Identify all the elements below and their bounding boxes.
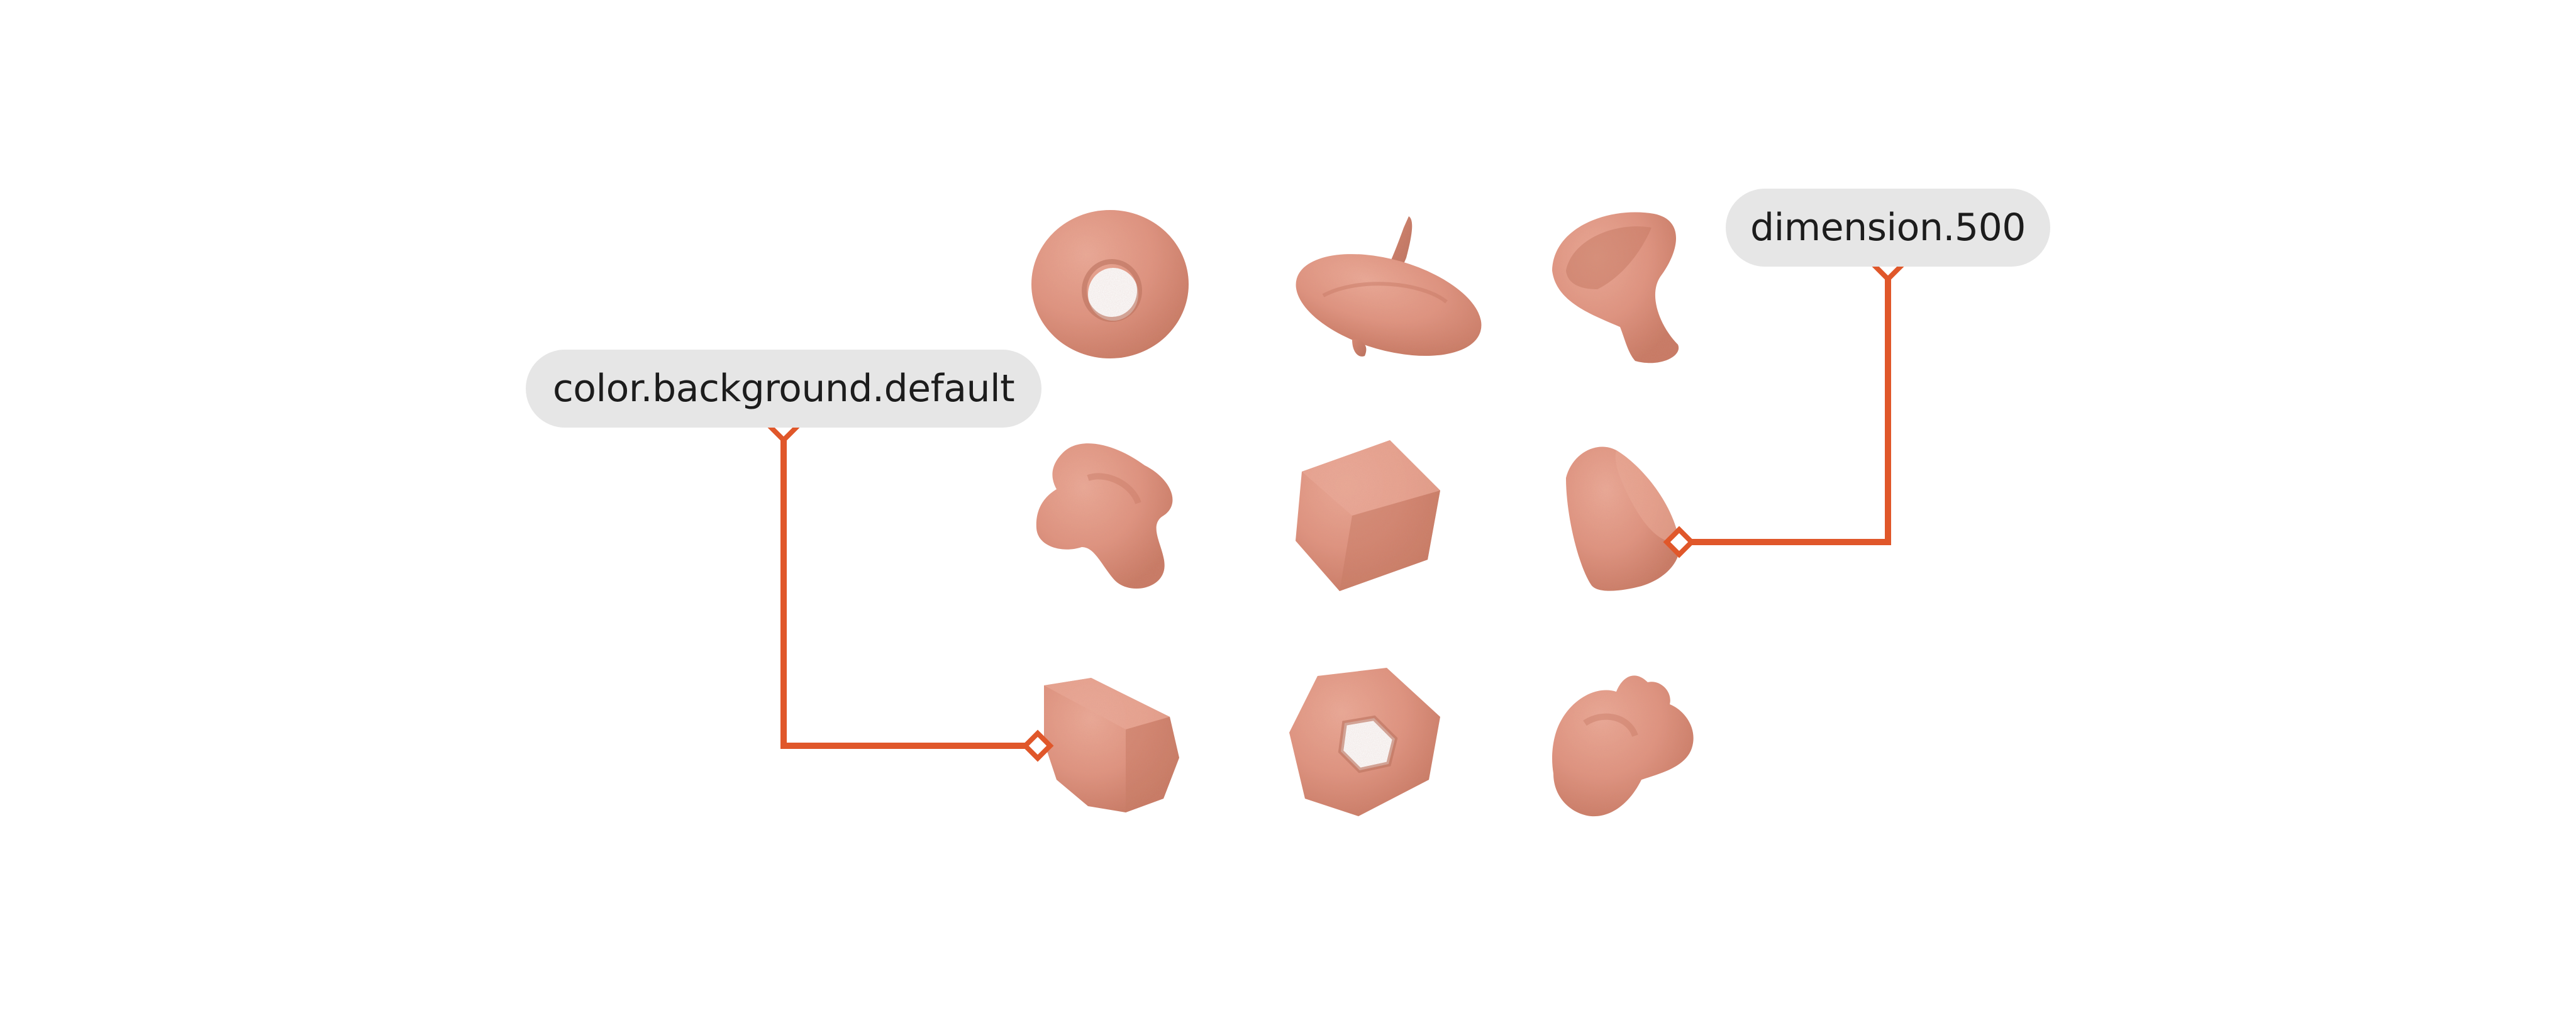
token-label-color-background-default: color.background.default: [526, 350, 1041, 428]
shape-spinning-top: [1296, 216, 1482, 357]
shape-torus: [1031, 210, 1189, 358]
shape-knobby-blob: [1552, 675, 1694, 817]
token-label-dimension-500: dimension.500: [1726, 189, 2050, 267]
shape-funnel: [1552, 212, 1679, 363]
callout-leader-background: [767, 411, 1054, 762]
shape-hexagonal-nut: [1289, 668, 1440, 816]
shape-hexagonal-prism: [1044, 678, 1179, 812]
shape-irregular-blob: [1036, 443, 1173, 589]
shape-wedge: [1566, 446, 1680, 591]
callout-leader-dimension: [1663, 250, 1904, 558]
shape-rounded-cube: [1296, 440, 1440, 591]
anchor-diamond-icon: [1663, 526, 1696, 558]
anchor-diamond-icon: [1021, 729, 1054, 762]
